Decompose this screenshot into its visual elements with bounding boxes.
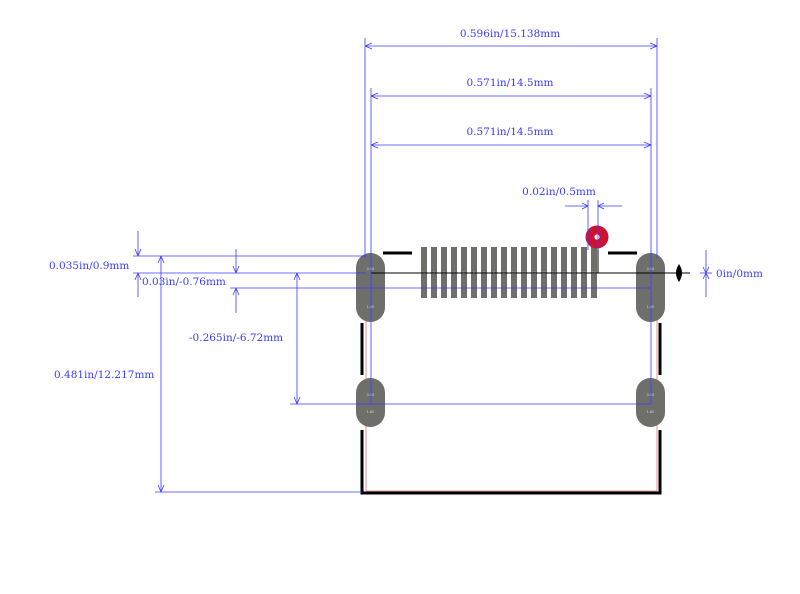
pad-size-label: 0.80: [367, 267, 375, 271]
dimension-labels: 0.596in/15.138mm 0.571in/14.5mm 0.571in/…: [49, 28, 763, 381]
pin1-marker: [585, 225, 609, 249]
pin-pitch-label: 0.02in/0.5mm: [522, 186, 596, 198]
pad-drill-label: 1.60: [647, 305, 655, 309]
origin-marker: [371, 248, 690, 282]
body-outline: [360, 251, 662, 495]
rear-right-pad: [636, 378, 665, 427]
overall-width-label: 0.596in/15.138mm: [460, 28, 560, 40]
pad-size-label: 0.80: [647, 267, 655, 271]
pad-drill-label: 1.60: [647, 410, 655, 414]
pad-size-label: 0.80: [647, 393, 655, 397]
pad-size-label: 0.80: [367, 393, 375, 397]
rear-left-pad: [356, 378, 385, 427]
pad-span-label: 0.571in/14.5mm: [466, 126, 553, 138]
rear-pad-offset-label: -0.265in/-6.72mm: [189, 332, 283, 344]
front-left-pad: [356, 253, 385, 322]
pad-drill-label: 1.60: [367, 305, 375, 309]
pad-drill-label: 1.60: [367, 410, 375, 414]
top-offset-label: 0.035in/0.9mm: [49, 260, 129, 272]
body-depth-label: 0.481in/12.217mm: [54, 369, 154, 381]
pad-span-label: 0.571in/14.5mm: [466, 77, 553, 89]
courtyard-outline: [365, 258, 658, 492]
shield-pads: 0.80 1.60 0.80 1.60 0.80 1.60 0.80 1.60: [356, 253, 665, 427]
dimension-lines: [133, 38, 712, 493]
front-right-pad: [636, 253, 665, 322]
origin-label: 0in/0mm: [716, 268, 763, 280]
pin-row-offset-label: 0.03in/-0.76mm: [142, 276, 226, 288]
